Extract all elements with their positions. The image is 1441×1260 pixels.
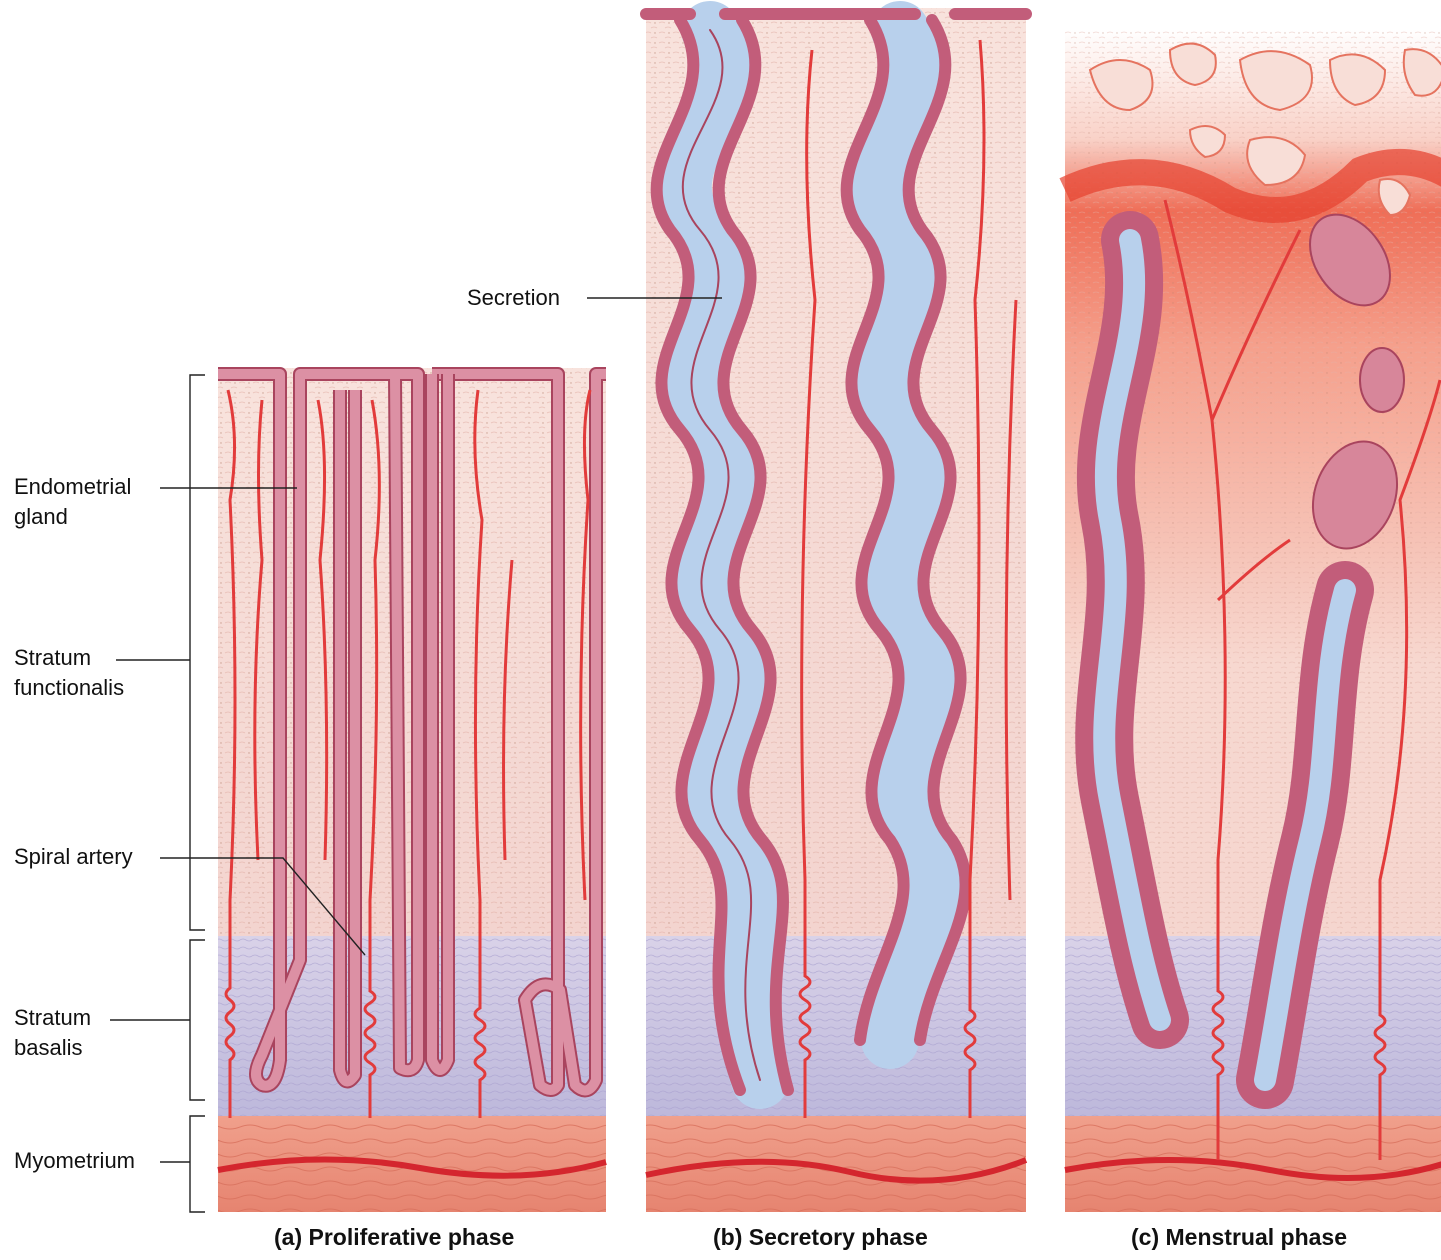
label-endometrial-gland-line1: Endometrial bbox=[14, 472, 131, 502]
label-secretion: Secretion bbox=[467, 283, 560, 313]
panel-menstrual bbox=[1065, 30, 1441, 1212]
label-stratum-basalis-line2: basalis bbox=[14, 1033, 91, 1063]
caption-proliferative: (a) Proliferative phase bbox=[274, 1224, 514, 1251]
label-myometrium: Myometrium bbox=[14, 1146, 135, 1176]
label-stratum-basalis-line1: Stratum bbox=[14, 1003, 91, 1033]
label-endometrial-gland: Endometrial gland bbox=[14, 472, 131, 532]
label-spiral-artery: Spiral artery bbox=[14, 842, 133, 872]
label-stratum-functionalis: Stratum functionalis bbox=[14, 643, 124, 703]
bracket-basalis bbox=[190, 940, 205, 1100]
panel-proliferative bbox=[218, 368, 606, 1212]
label-stratum-basalis: Stratum basalis bbox=[14, 1003, 91, 1063]
caption-secretory: (b) Secretory phase bbox=[713, 1224, 928, 1251]
label-stratum-functionalis-line1: Stratum bbox=[14, 643, 124, 673]
panel-secretory bbox=[646, 8, 1026, 1212]
bracket-functionalis bbox=[190, 375, 205, 930]
label-stratum-functionalis-line2: functionalis bbox=[14, 673, 124, 703]
label-endometrial-gland-line2: gland bbox=[14, 502, 131, 532]
bracket-myometrium bbox=[190, 1116, 205, 1212]
caption-menstrual: (c) Menstrual phase bbox=[1131, 1224, 1347, 1251]
